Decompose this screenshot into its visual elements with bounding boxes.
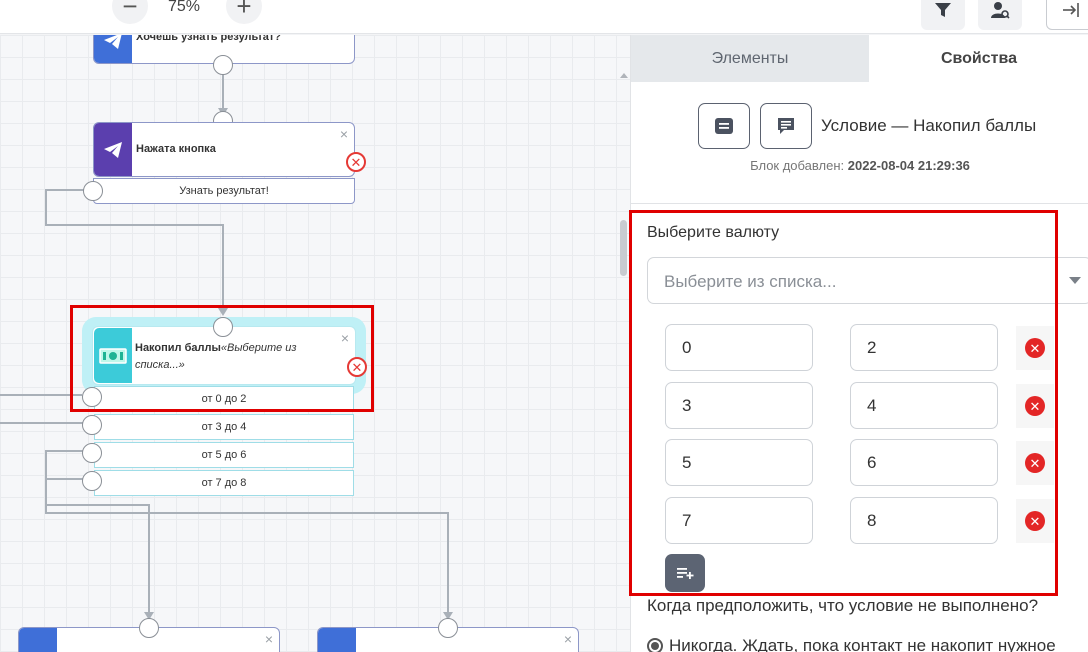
node-currency-placeholder: «Выберите из списка...» <box>135 342 297 371</box>
range-from-input[interactable]: 3 <box>665 382 813 429</box>
flow-canvas[interactable]: Хочешь узнать результат? Нажата кнопка ×… <box>0 35 630 652</box>
flow-node-question[interactable]: Хочешь узнать результат? <box>93 35 355 64</box>
telegram-icon <box>104 35 122 49</box>
block-added-date: 2022-08-04 21:29:36 <box>847 158 970 173</box>
radio-selected-icon[interactable] <box>647 638 663 652</box>
delete-icon: ✕ <box>1025 338 1045 358</box>
currency-select[interactable]: Выберите из списка... <box>647 257 1088 304</box>
add-range-button[interactable] <box>665 554 705 592</box>
tab-properties[interactable]: Свойства <box>869 35 1088 82</box>
panel-tabs: Элементы Свойства <box>631 35 1088 82</box>
filter-button[interactable] <box>921 0 965 30</box>
divider <box>631 203 1088 204</box>
user-search-icon <box>991 2 1010 19</box>
range-to-input[interactable]: 4 <box>850 382 998 429</box>
delete-icon: ✕ <box>1025 511 1045 531</box>
highlight-frame <box>70 305 374 412</box>
node-port[interactable] <box>82 387 102 407</box>
option-never-label: Никогда. Ждать, пока контакт не накопит … <box>669 636 1056 652</box>
node-button-label[interactable]: Узнать результат! <box>93 178 355 204</box>
range-output[interactable]: от 0 до 2 <box>94 386 354 412</box>
delete-node-icon[interactable]: ✕ <box>346 152 366 172</box>
node-icon-box <box>94 35 132 63</box>
add-list-icon <box>677 568 694 579</box>
user-search-button[interactable] <box>978 0 1022 30</box>
delete-range-button[interactable]: ✕ <box>1016 499 1054 543</box>
canvas-scrollbar[interactable] <box>620 220 627 276</box>
node-port[interactable] <box>82 415 102 435</box>
zoom-in-button[interactable]: + <box>226 0 262 24</box>
highlight-frame <box>629 210 1058 596</box>
delete-range-button[interactable]: ✕ <box>1016 441 1054 485</box>
option-never[interactable]: Никогда. Ждать, пока контакт не накопит … <box>647 636 1056 652</box>
filter-icon <box>935 3 951 17</box>
zoom-out-button[interactable]: − <box>112 0 148 24</box>
node-icon-box <box>19 628 57 652</box>
flow-node-button-pressed[interactable]: Нажата кнопка × ✕ <box>93 122 366 177</box>
comment-button[interactable] <box>760 103 812 149</box>
top-toolbar: − 75% + <box>0 0 1088 34</box>
range-output[interactable]: от 5 до 6 <box>94 442 354 468</box>
money-icon <box>99 347 127 364</box>
currency-label: Выберите валюту <box>647 224 780 241</box>
close-icon[interactable]: × <box>340 330 349 346</box>
close-icon[interactable]: × <box>563 631 572 647</box>
chevron-down-icon <box>1069 277 1081 284</box>
range-from-input[interactable]: 7 <box>665 497 813 544</box>
exit-panel-button[interactable] <box>1046 0 1088 30</box>
failure-condition-question: Когда предположить, что условие не выпол… <box>647 596 1039 615</box>
range-from-input[interactable]: 5 <box>665 439 813 486</box>
delete-range-button[interactable]: ✕ <box>1016 384 1054 428</box>
range-to-input[interactable]: 8 <box>850 497 998 544</box>
comment-icon <box>778 118 794 134</box>
node-icon-box <box>94 328 132 383</box>
currency-placeholder: Выберите из списка... <box>664 272 837 291</box>
node-port[interactable] <box>139 618 159 638</box>
node-title: Нажата кнопка <box>136 143 216 155</box>
node-port[interactable] <box>213 55 233 75</box>
close-icon[interactable]: × <box>339 126 348 142</box>
node-port[interactable] <box>83 181 103 201</box>
note-button[interactable] <box>698 103 750 149</box>
node-icon-box <box>94 123 132 176</box>
telegram-icon <box>104 141 122 158</box>
range-output[interactable]: от 7 до 8 <box>94 470 354 496</box>
exit-panel-icon <box>1063 3 1079 17</box>
node-port[interactable] <box>438 618 458 638</box>
range-output[interactable]: от 3 до 4 <box>94 414 354 440</box>
range-to-input[interactable]: 6 <box>850 439 998 486</box>
delete-node-icon[interactable]: ✕ <box>347 357 367 377</box>
node-title: Накопил баллы«Выберите из списка...» <box>135 342 297 371</box>
flow-node-bottom-right[interactable]: × <box>317 627 579 652</box>
node-title: Хочешь узнать результат? <box>136 35 281 43</box>
node-port[interactable] <box>213 317 233 337</box>
node-port[interactable] <box>82 471 102 491</box>
close-icon[interactable]: × <box>264 631 273 647</box>
delete-icon: ✕ <box>1025 453 1045 473</box>
properties-panel: Элементы Свойства Условие — Накопил балл… <box>629 35 1088 652</box>
scroll-up-arrow[interactable] <box>620 73 628 78</box>
range-to-input[interactable]: 2 <box>850 324 998 371</box>
delete-range-button[interactable]: ✕ <box>1016 326 1054 370</box>
delete-icon: ✕ <box>1025 396 1045 416</box>
note-icon <box>715 118 733 134</box>
range-from-input[interactable]: 0 <box>665 324 813 371</box>
node-port[interactable] <box>82 443 102 463</box>
zoom-level: 75% <box>168 0 201 15</box>
node-icon-box <box>318 628 356 652</box>
flow-connections <box>0 73 453 620</box>
tab-elements[interactable]: Элементы <box>631 35 869 82</box>
block-title: Условие — Накопил баллы <box>821 116 1037 135</box>
block-added-info: Блок добавлен: 2022-08-04 21:29:36 <box>750 158 970 173</box>
